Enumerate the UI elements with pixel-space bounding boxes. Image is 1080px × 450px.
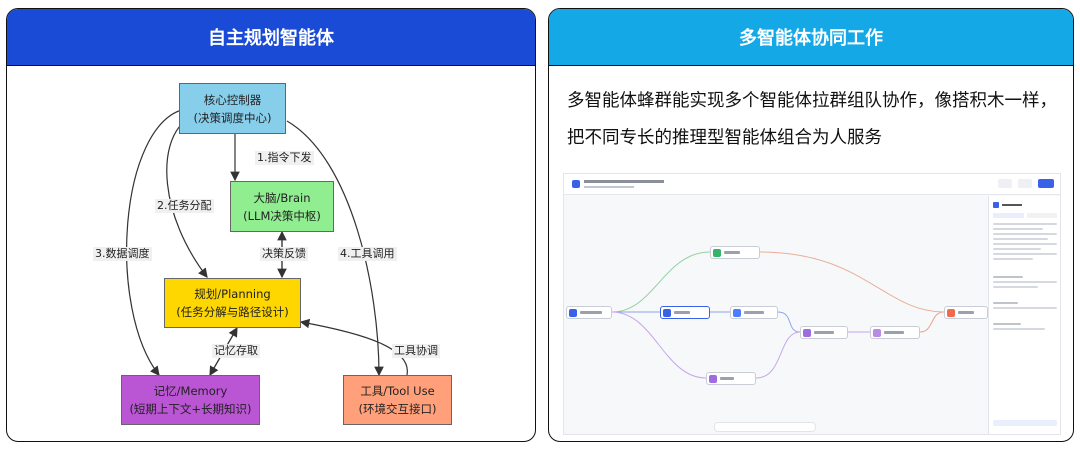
brain-node: 大脑/Brain (LLM决策中枢)	[230, 181, 334, 232]
tool-title: 工具/Tool Use	[360, 384, 435, 398]
workflow-node	[730, 306, 778, 319]
panel-description: 多智能体蜂群能实现多个智能体拉群组队协作，像搭积木一样，把不同专长的推理型智能体…	[567, 91, 1057, 148]
tool-subtitle: (环境交互接口)	[358, 402, 437, 416]
controller-title: 核心控制器	[203, 92, 262, 107]
workflow-edges	[611, 251, 945, 379]
workflow-topbar	[564, 174, 1060, 195]
workflow-screenshot	[563, 173, 1061, 435]
memory-node: 记忆/Memory (短期上下文+长期知识)	[121, 375, 260, 425]
memory-title: 记忆/Memory	[153, 384, 228, 398]
edge-label-instruct: 1.指令下发	[255, 151, 314, 165]
edge-label-data-schedule: 3.数据调度	[93, 247, 152, 261]
controller-node: 核心控制器 (决策调度中心)	[179, 83, 286, 134]
brain-title: 大脑/Brain	[253, 190, 311, 205]
edge-label-memory-access: 记忆存取	[212, 344, 260, 358]
canvas-toolbar[interactable]	[714, 422, 816, 432]
controller-subtitle: (决策调度中心)	[193, 110, 272, 125]
workflow-node	[800, 326, 848, 339]
workflow-node	[710, 246, 760, 259]
workflow-node	[944, 306, 988, 319]
workflow-node	[706, 372, 756, 385]
edge-label-tool-coordinate: 工具协调	[392, 344, 440, 358]
panel-title: 自主规划智能体	[7, 9, 535, 66]
workflow-side-panel	[988, 196, 1060, 434]
edge-label-feedback: 决策反馈	[260, 247, 308, 261]
tool-node: 工具/Tool Use (环境交互接口)	[343, 375, 452, 425]
autonomous-agent-panel: 自主规划智能体 核心控制器 (决策调度中心) 大脑/Brain (LLM决策中枢…	[6, 8, 536, 442]
edge-label-assign: 2.任务分配	[155, 199, 214, 213]
planning-subtitle: (任务分解与路径设计)	[176, 305, 289, 319]
multi-agent-panel: 多智能体协同工作 多智能体蜂群能实现多个智能体拉群组队协作，像搭积木一样，把不同…	[548, 8, 1074, 442]
memory-subtitle: (短期上下文+长期知识)	[129, 402, 252, 416]
workflow-node	[660, 306, 710, 319]
brain-subtitle: (LLM决策中枢)	[243, 208, 321, 223]
workflow-node	[870, 326, 920, 339]
edge-label-tool-call: 4.工具调用	[338, 247, 397, 261]
planning-node: 规划/Planning (任务分解与路径设计)	[164, 278, 301, 328]
panel-title: 多智能体协同工作	[549, 9, 1073, 66]
workflow-node	[566, 306, 612, 319]
planning-title: 规划/Planning	[194, 287, 271, 301]
